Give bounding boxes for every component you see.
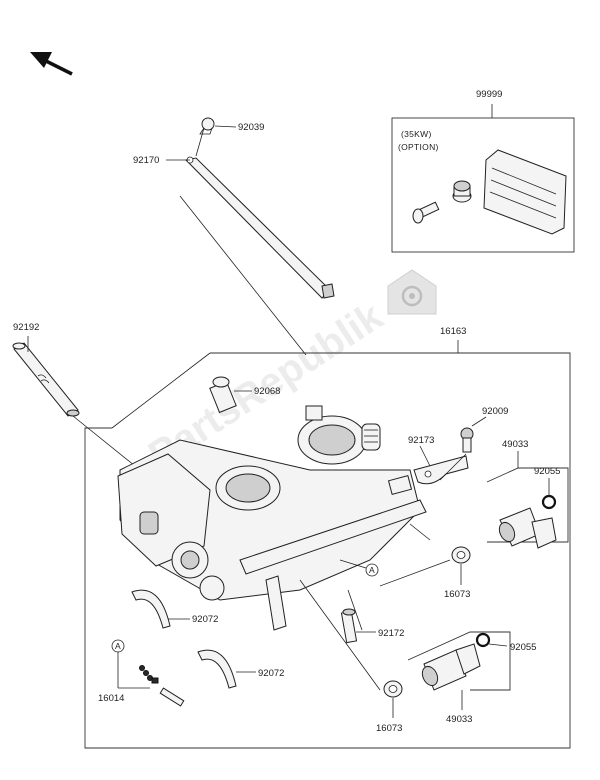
label-16073-bottom: 16073 bbox=[376, 723, 402, 734]
screw-set-16014 bbox=[139, 665, 185, 707]
option-label-option: (OPTION) bbox=[398, 142, 439, 152]
option-box: (35KW) (OPTION) bbox=[391, 104, 575, 253]
injector-49033-bottom bbox=[421, 643, 481, 691]
label-92192: 92192 bbox=[13, 322, 39, 333]
label-16014: 16014 bbox=[98, 693, 124, 704]
label-92055-bottom: 92055 bbox=[510, 642, 536, 653]
injector-group-bottom bbox=[383, 631, 511, 718]
main-assembly-frame bbox=[84, 340, 571, 749]
band-92170 bbox=[166, 127, 335, 356]
clamp-92072-b bbox=[197, 649, 256, 689]
label-92172: 92172 bbox=[378, 628, 404, 639]
clamp-92072-a bbox=[131, 589, 190, 629]
ref-callout-a-body: A bbox=[339, 559, 379, 577]
label-16163: 16163 bbox=[440, 326, 466, 337]
label-92068: 92068 bbox=[254, 386, 280, 397]
restrictor-plate bbox=[483, 149, 567, 235]
hose-92192 bbox=[12, 336, 141, 471]
svg-text:A: A bbox=[115, 641, 121, 651]
part-16014: A bbox=[111, 639, 185, 707]
label-92173: 92173 bbox=[408, 435, 434, 446]
option-bolt bbox=[412, 180, 472, 224]
throttle-body bbox=[117, 405, 427, 631]
front-arrow-icon bbox=[30, 52, 73, 76]
label-92009: 92009 bbox=[482, 406, 508, 417]
o-ring-92055-bottom bbox=[475, 632, 491, 648]
injector-49033-top bbox=[498, 507, 557, 549]
label-92039: 92039 bbox=[238, 122, 264, 133]
label-92055-top: 92055 bbox=[534, 466, 560, 477]
screw-92039 bbox=[199, 117, 237, 135]
label-92170: 92170 bbox=[133, 155, 159, 166]
o-ring-92055-top bbox=[541, 494, 557, 510]
cap-92068 bbox=[209, 376, 252, 414]
gear-logo-icon bbox=[387, 269, 437, 315]
part-labels: 99999 92039 92170 92192 16163 92068 9200… bbox=[13, 89, 560, 734]
pipe-92172 bbox=[340, 608, 376, 644]
label-99999: 99999 bbox=[476, 89, 502, 100]
label-49033-bottom: 49033 bbox=[446, 714, 472, 725]
label-92072-b: 92072 bbox=[258, 668, 284, 679]
svg-text:A: A bbox=[369, 565, 375, 575]
option-label-kw: (35KW) bbox=[401, 129, 432, 139]
injector-group-top bbox=[451, 451, 569, 585]
label-16073-top: 16073 bbox=[444, 589, 470, 600]
bolt-92009 bbox=[460, 416, 487, 453]
label-92072-a: 92072 bbox=[192, 614, 218, 625]
leader-lines bbox=[299, 453, 467, 691]
bracket-92173 bbox=[413, 445, 469, 485]
label-49033-top: 49033 bbox=[502, 439, 528, 450]
